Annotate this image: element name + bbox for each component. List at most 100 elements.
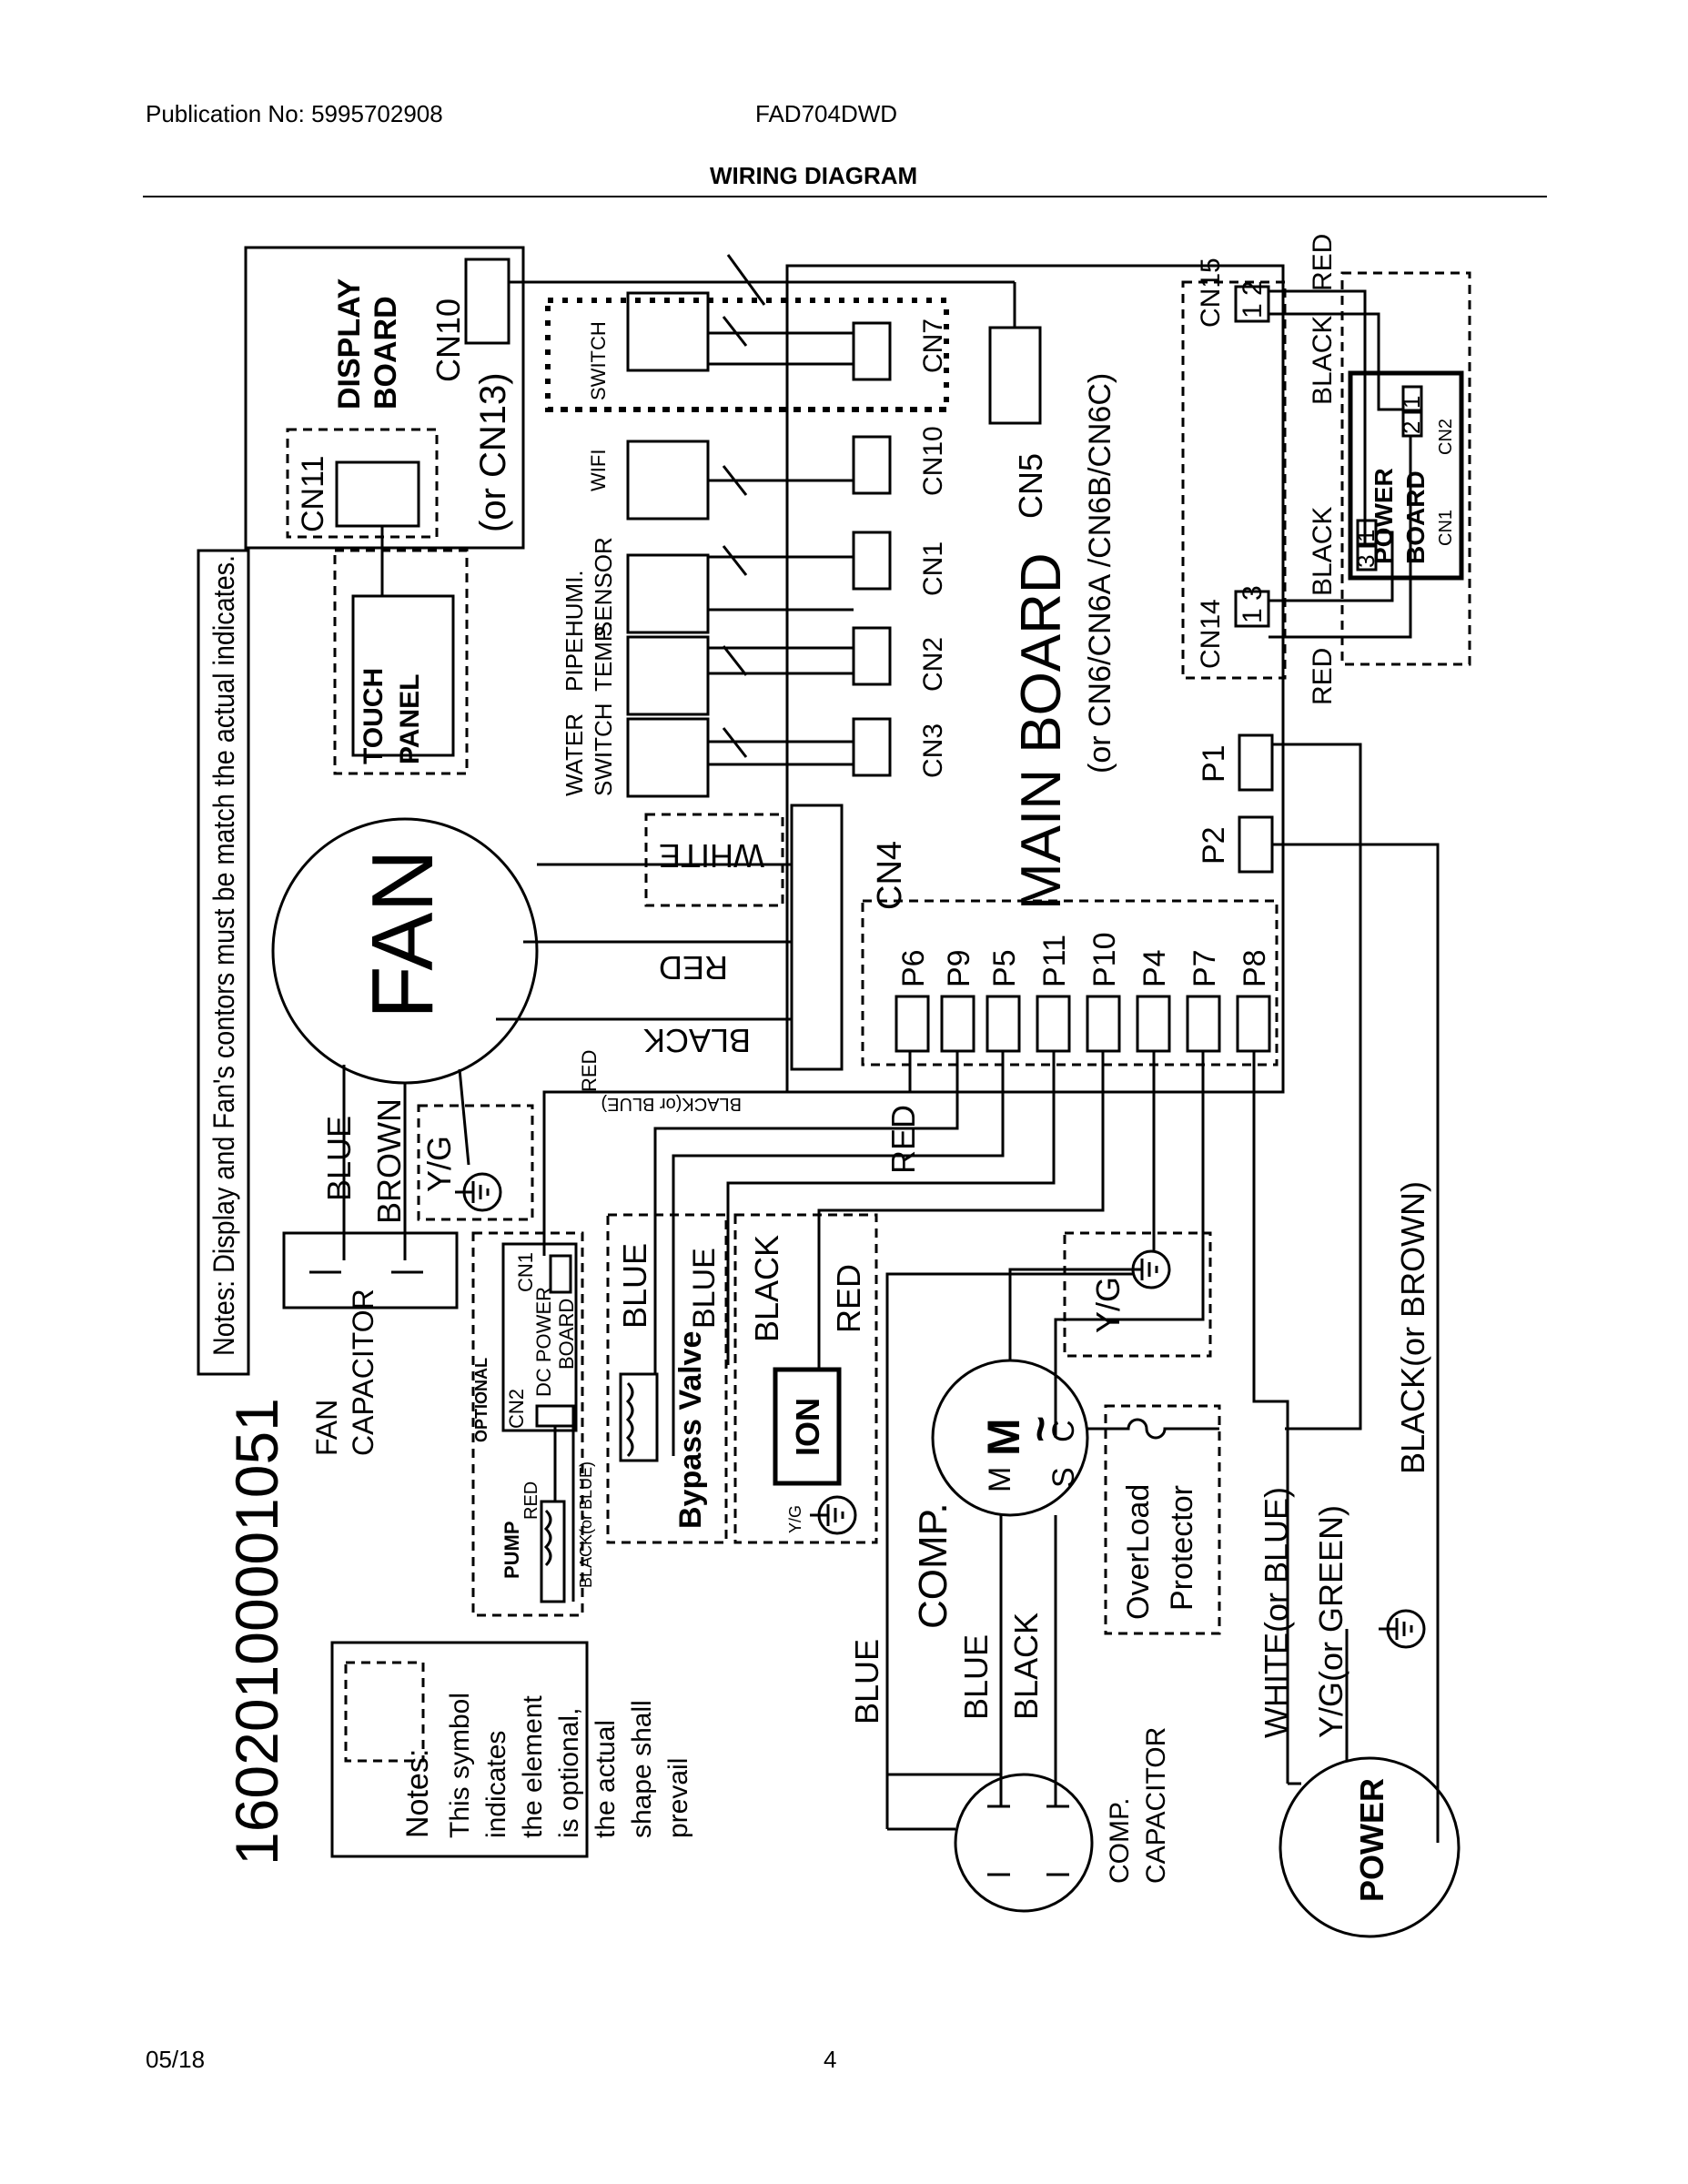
power-red-2: RED <box>1308 648 1338 705</box>
fan-black-label: BLACK <box>643 1022 751 1059</box>
power-board-label-1: POWER <box>1370 468 1398 564</box>
p1-terminal <box>1238 733 1274 792</box>
legend-line-8: prevail <box>663 1758 693 1838</box>
dc-cn2 <box>535 1404 575 1428</box>
display-cn11: CN11 <box>296 456 330 532</box>
cn2-label: CN2 <box>918 637 948 692</box>
cn10-connector <box>852 435 892 495</box>
bypass-valve-region <box>606 1213 728 1544</box>
wifi-label: WIFI <box>587 450 610 491</box>
humi-label-2: SENSOR <box>590 537 617 637</box>
p5-label: P5 <box>987 949 1022 987</box>
comp-s-terminal: S <box>1046 1467 1081 1488</box>
display-board-label-1: DISPLAY <box>332 278 367 410</box>
p7-label: P7 <box>1188 949 1222 987</box>
power-board-region <box>1340 271 1471 666</box>
dc-cn2-label: CN2 <box>505 1389 528 1429</box>
cn14-pins <box>1234 590 1270 628</box>
cn7-connector <box>852 321 892 381</box>
dc-cn1 <box>549 1254 572 1294</box>
power-board <box>1348 370 1464 581</box>
power-red-1: RED <box>1308 234 1338 291</box>
legend-line-1: Notes: <box>400 1749 435 1838</box>
legend-optional-symbol <box>344 1661 425 1763</box>
pump-coil <box>540 1500 566 1603</box>
comp-ground-icon <box>1122 1249 1171 1289</box>
touch-panel-label-2: PANEL <box>395 674 425 764</box>
comp-cap-label-2: CAPACITOR <box>1141 1727 1171 1884</box>
cn2-connector <box>852 626 892 686</box>
cn3-label: CN3 <box>918 723 948 778</box>
pipe-label-1: PIPE <box>561 638 588 692</box>
water-switch-box <box>626 717 710 798</box>
cn5-connector <box>988 326 1042 425</box>
fan-ground-icon <box>453 1172 502 1212</box>
fan-capacitor <box>282 1231 459 1309</box>
relay-region <box>861 899 1279 1067</box>
cn3-connector <box>852 717 892 777</box>
fan-white-label: WHITE <box>659 837 764 875</box>
ion-red-label: RED <box>830 1264 867 1333</box>
comp-capacitor <box>954 1773 1094 1913</box>
cn1-label: CN1 <box>918 541 948 596</box>
cn7-label: CN7 <box>918 318 948 373</box>
note-top: Notes: Display and Fan's contors must be… <box>207 555 240 1356</box>
bypass-valve-coil <box>619 1372 659 1462</box>
p11-label: P11 <box>1037 935 1072 987</box>
red-small-label: RED <box>578 1050 601 1092</box>
comp-m-terminal: M <box>983 1467 1017 1492</box>
publication-number: Publication No: 5995702908 <box>146 100 443 127</box>
ion-ground-icon <box>808 1495 857 1535</box>
yg-or-green-label: Y/G(or GREEN) <box>1312 1505 1349 1738</box>
display-cn13: (or CN13) <box>473 372 513 532</box>
legend-line-4: the element <box>518 1695 548 1838</box>
power-ground-icon <box>1377 1609 1426 1649</box>
cn10-label: CN10 <box>918 426 948 496</box>
main-board-cn5: CN5 <box>1012 453 1049 519</box>
pump-black-blue-label: BLACK(or BLUE) <box>577 1461 595 1588</box>
model-number: FAD704DWD <box>755 100 898 127</box>
pin1-label: 1 <box>1352 530 1380 542</box>
blue-left-label: BLUE <box>848 1639 885 1724</box>
optional-dc-board-region <box>471 1231 584 1617</box>
bypass-valve-label: Bypass Valve <box>673 1331 708 1529</box>
fan-red-label: RED <box>659 949 728 986</box>
switch-label: SWITCH <box>587 321 610 400</box>
cn1-connector <box>852 531 892 591</box>
humi-label-1: HUMI. <box>561 570 588 637</box>
humi-sensor-box <box>626 553 710 634</box>
pb-pin2 <box>1401 410 1423 438</box>
fan-yg-dashbox <box>417 1104 534 1221</box>
cn14-cn15-region <box>1181 280 1287 680</box>
p4-label: P4 <box>1137 949 1172 987</box>
cn15-label: CN15 <box>1196 258 1226 328</box>
pump-label: PUMP <box>500 1521 523 1579</box>
ion-black-label: BLACK <box>748 1235 785 1342</box>
legend-box <box>330 1641 589 1858</box>
comp-black-label: BLACK <box>1007 1613 1045 1720</box>
relay-terminals <box>895 995 1271 1053</box>
page-title: WIRING DIAGRAM <box>710 162 918 189</box>
power-board-label-2: BOARD <box>1401 470 1430 564</box>
main-board-title: MAIN BOARD <box>1010 552 1073 910</box>
p2-label: P2 <box>1197 826 1231 864</box>
white-wire-dashbox <box>644 813 784 907</box>
comp-blue-label: BLUE <box>957 1634 995 1720</box>
title-rule <box>143 196 1547 197</box>
switch-wifi-area <box>545 298 949 412</box>
fan-brown-label: BROWN <box>370 1098 408 1224</box>
cn11-connector <box>335 460 420 528</box>
main-board-cn4: CN4 <box>871 841 909 910</box>
display-board-outline <box>244 246 525 550</box>
cn15-pins <box>1234 285 1270 323</box>
bypass-blue2-label: BLUE <box>687 1248 722 1329</box>
note-box <box>197 549 250 1376</box>
power-cn1-label: CN1 <box>1436 510 1456 546</box>
pipe-label-2: TEMP. <box>590 622 617 692</box>
legend-line-2: This symbol <box>445 1693 475 1838</box>
comp-yg-label: Y/G <box>1089 1277 1127 1333</box>
power-black-2: BLACK <box>1308 507 1338 596</box>
cn4-connector <box>790 804 844 1071</box>
pipe-temp-box <box>626 635 710 716</box>
cn14-label: CN14 <box>1196 599 1226 669</box>
